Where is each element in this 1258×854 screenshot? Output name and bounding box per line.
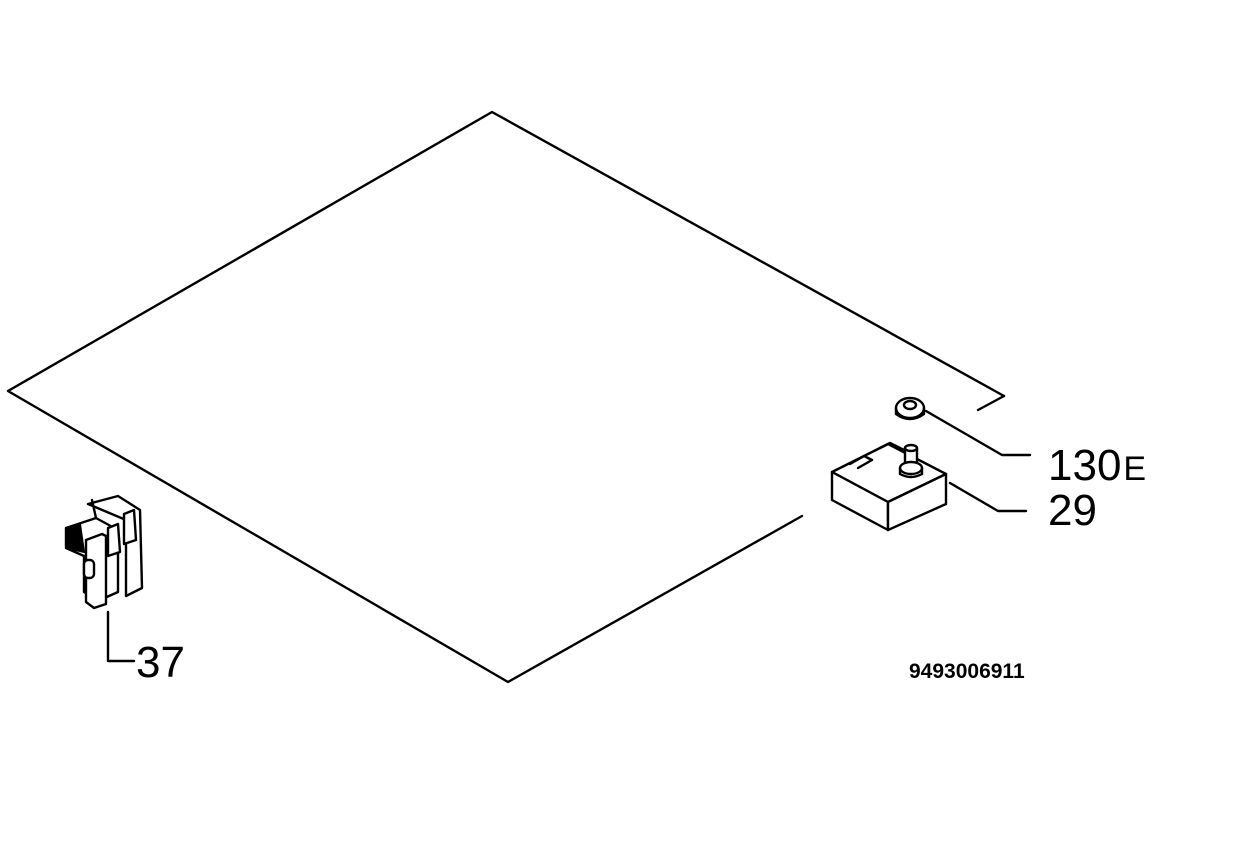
callout-37-label: 37 bbox=[136, 638, 185, 687]
part-130e-washer[interactable] bbox=[894, 396, 926, 421]
panel-outline bbox=[6, 110, 1006, 684]
callout-29-label: 29 bbox=[1048, 486, 1097, 535]
part-29-switch-block[interactable] bbox=[830, 441, 948, 532]
leader-130e bbox=[924, 409, 1032, 457]
leader-29 bbox=[948, 481, 1028, 513]
part-37-bracket[interactable] bbox=[64, 494, 144, 610]
callout-130e-label: 130E bbox=[1048, 441, 1146, 490]
leader-37 bbox=[106, 610, 136, 663]
document-number: 9493006911 bbox=[909, 660, 1025, 683]
